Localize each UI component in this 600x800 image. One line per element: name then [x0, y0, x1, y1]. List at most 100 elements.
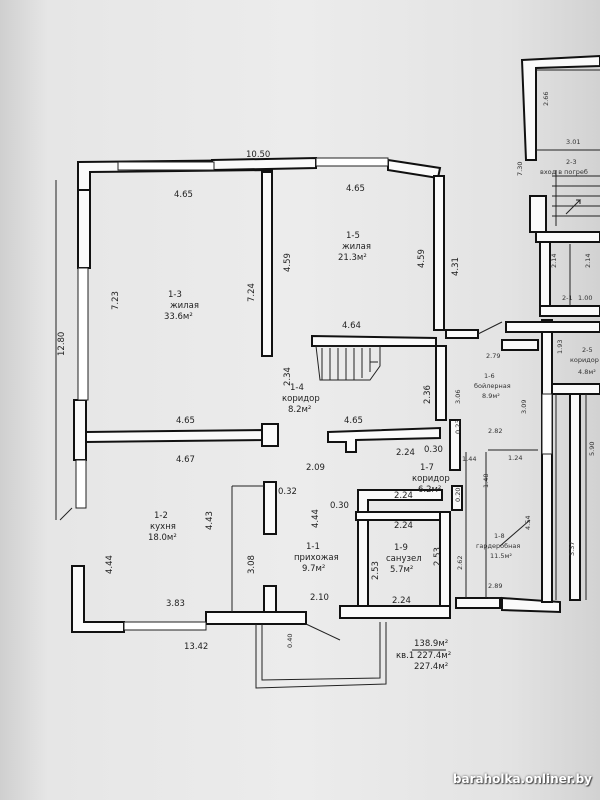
- area-totals: 138.9м² кв.1 227.4м² 227.4м²: [396, 639, 451, 672]
- room-1-6-code: 1-6: [484, 372, 495, 380]
- wall-hall-post: [263, 481, 277, 535]
- dim-253b: 2.53: [433, 547, 443, 566]
- dim-730: 7.30: [516, 162, 524, 176]
- dim-148: 1.48: [482, 474, 490, 488]
- dim-214a: 2.14: [550, 254, 558, 268]
- room-2-1-area: 1.00: [578, 294, 592, 302]
- wall-bottom-mid: [205, 611, 307, 625]
- dim-454: 4.54: [524, 516, 532, 530]
- window-left-2: [75, 459, 87, 509]
- room-1-8-code: 1-8: [494, 532, 505, 540]
- room-2-5-name: коридор: [570, 356, 599, 364]
- window-right-annex: [541, 393, 553, 455]
- room-1-4-area: 8.2м²: [288, 405, 311, 415]
- dim-236: 2.36: [423, 385, 433, 404]
- dim-337: 3.37: [568, 542, 576, 556]
- wall-boiler-right: [501, 339, 539, 351]
- wall-corr-top: [311, 334, 437, 347]
- wall-boiler-v: [449, 419, 461, 471]
- room-1-1-area: 9.7м²: [302, 564, 325, 574]
- dim-465c: 4.65: [176, 416, 195, 426]
- dim-234: 2.34: [283, 367, 293, 386]
- wall-h-mid-left: [85, 428, 269, 444]
- room-1-9-name: санузел: [386, 554, 422, 564]
- room-1-2-name: кухня: [150, 522, 176, 532]
- wall-far-right: [569, 393, 581, 601]
- room-1-9-code: 1-9: [394, 543, 408, 553]
- dim-224b: 2.24: [394, 491, 413, 501]
- door-boiler: [477, 321, 503, 335]
- annex-mid: [535, 231, 600, 243]
- wall-left-upper: [77, 189, 91, 269]
- porch-doors: [59, 321, 587, 689]
- annex-stairs: [552, 170, 600, 226]
- room-1-2-code: 1-2: [154, 511, 168, 521]
- dim-282: 2.82: [488, 427, 502, 435]
- dim-224d: 2.24: [392, 596, 411, 606]
- wall-top-right: [387, 158, 442, 180]
- dim-431: 4.31: [451, 257, 461, 276]
- room-1-4-name: коридор: [282, 394, 320, 404]
- dim-443: 4.43: [205, 511, 215, 530]
- room-2-5-code: 2-5: [582, 346, 593, 354]
- wall-h-wc-2: [355, 511, 445, 521]
- room-1-3-area: 33.6м²: [164, 312, 193, 322]
- wall-boiler-top: [445, 329, 479, 339]
- room-1-7-code: 1-7: [420, 463, 434, 473]
- dim-465d: 4.65: [344, 416, 363, 426]
- window-bottom-1: [123, 621, 207, 631]
- room-2-5-area: 4.8м²: [578, 368, 596, 376]
- room-1-4-code: 1-4: [290, 383, 304, 393]
- dim-193: 1.93: [556, 340, 564, 354]
- wall-wardrobe-v: [451, 485, 463, 511]
- room-2-1-code: 2-1: [562, 294, 573, 302]
- dim-465a: 4.65: [174, 190, 193, 200]
- dimension-labels: 10.50 4.65 4.65 7.23 7.24 4.59 4.59 4.31…: [57, 92, 596, 652]
- wall-annex-v: [541, 319, 553, 603]
- annex-box2-bot: [539, 305, 600, 317]
- dim-383: 3.83: [166, 599, 185, 609]
- total-area-2: кв.1 227.4м²: [396, 651, 451, 661]
- dim-444a: 4.44: [311, 509, 321, 528]
- window-left-1: [77, 267, 89, 401]
- room-1-9-area: 5.7м²: [390, 565, 413, 575]
- dim-253a: 2.53: [371, 561, 381, 580]
- room-1-6-name: бойлерная: [474, 382, 511, 390]
- dim-444b: 4.44: [105, 555, 115, 574]
- walls: [71, 156, 600, 633]
- room-2-3-code: 2-3: [566, 158, 577, 166]
- room-1-5-code: 1-5: [346, 231, 360, 241]
- dim-301: 3.01: [566, 138, 580, 146]
- dim-overall-width: 10.50: [246, 150, 270, 160]
- room-1-1-name: прихожая: [294, 553, 339, 563]
- dim-289: 2.89: [488, 582, 502, 590]
- wardrobe-lines: [465, 449, 538, 599]
- dim-210: 2.10: [310, 593, 329, 603]
- room-1-3-name: жилая: [170, 301, 199, 311]
- room-1-6-area: 8.9м²: [482, 392, 500, 400]
- total-area-1: 138.9м²: [414, 639, 448, 649]
- dim-459a: 4.59: [283, 253, 293, 272]
- window-top-2: [315, 157, 389, 167]
- wall-h-mid-stub: [261, 423, 279, 447]
- wall-h-mid-right: [327, 426, 441, 453]
- dim-porch: 0.40: [286, 634, 294, 648]
- dim-724: 7.24: [247, 283, 257, 302]
- wall-right-mid: [435, 345, 447, 421]
- dim-032: 0.32: [278, 487, 297, 497]
- dim-262: 2.62: [456, 556, 464, 570]
- dim-124: 1.24: [508, 454, 522, 462]
- dim-308: 3.08: [247, 555, 257, 574]
- dim-214b: 2.14: [584, 254, 592, 268]
- dim-023: 0.23: [454, 420, 462, 434]
- room-labels: 1-3 жилая 33.6м² 1-5 жилая 21.3м² 1-4 ко…: [148, 158, 599, 575]
- dim-464: 4.64: [342, 321, 361, 331]
- annex-outer: [520, 54, 600, 161]
- room-1-8-area: 11.5м²: [490, 552, 512, 560]
- dim-306: 3.06: [454, 390, 462, 404]
- wall-bottom-far: [455, 597, 501, 609]
- dim-467: 4.67: [176, 455, 195, 465]
- annex-right-lines: [555, 394, 587, 600]
